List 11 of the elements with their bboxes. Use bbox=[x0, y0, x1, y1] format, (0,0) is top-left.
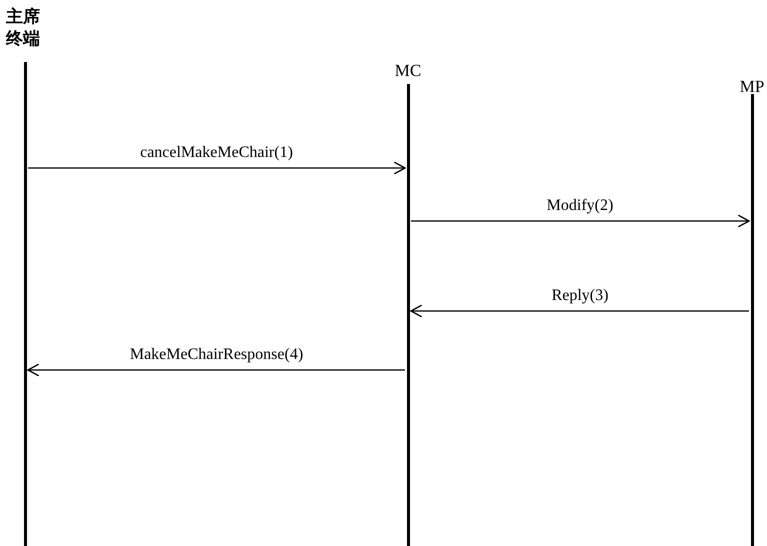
edge-label: cancelMakeMeChair(1) bbox=[138, 144, 295, 162]
edge-label: Modify(2) bbox=[544, 197, 616, 215]
message-arrow bbox=[28, 161, 406, 175]
edge-label: Reply(3) bbox=[550, 287, 610, 305]
participant-label: MC bbox=[394, 60, 422, 82]
message-arrow bbox=[411, 214, 750, 228]
participant-label: MP bbox=[738, 76, 766, 98]
message-arrow bbox=[27, 363, 405, 377]
edge-label: MakeMeChairResponse(4) bbox=[128, 346, 306, 364]
message-arrow bbox=[410, 304, 749, 318]
participant-label: 主席终端 bbox=[6, 6, 41, 50]
